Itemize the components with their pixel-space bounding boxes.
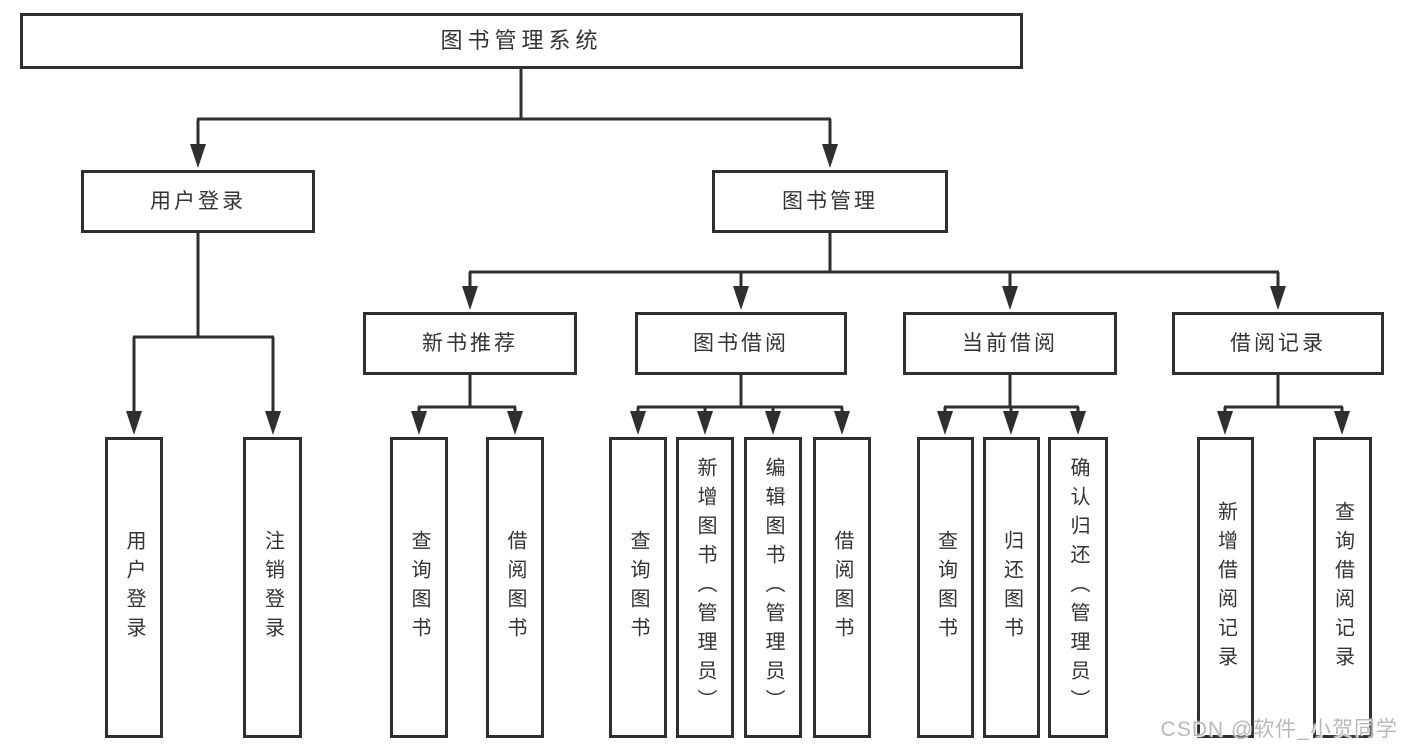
- node-label: 图书管理系统: [440, 28, 603, 53]
- leaf-newbook-query-books: 查询图书: [390, 437, 448, 738]
- leaf-current-query-books: 查询图书: [917, 437, 974, 738]
- leaf-label: 借阅图书: [504, 529, 526, 646]
- node-label: 图书管理: [782, 190, 878, 213]
- leaf-label: 编辑图书（管理员）: [762, 457, 784, 718]
- leaf-label: 查询图书: [408, 529, 430, 646]
- watermark-text: CSDN @软件_小贺同学: [1160, 718, 1398, 741]
- node-current-borrowing: 当前借阅: [903, 312, 1117, 375]
- leaf-label: 借阅图书: [831, 529, 853, 646]
- leaf-borrowing-add-books-admin: 新增图书（管理员）: [676, 437, 734, 738]
- node-user-login: 用户登录: [81, 170, 315, 233]
- leaf-label: 新增借阅记录: [1214, 500, 1237, 675]
- leaf-borrowing-edit-books-admin: 编辑图书（管理员）: [744, 437, 802, 738]
- node-label: 图书借阅: [693, 332, 789, 355]
- node-root: 图书管理系统: [20, 13, 1023, 69]
- leaf-records-add-borrow-record: 新增借阅记录: [1197, 437, 1254, 738]
- leaf-records-query-borrow-record: 查询借阅记录: [1313, 437, 1372, 738]
- leaf-label: 新增图书（管理员）: [694, 457, 716, 718]
- node-book-borrowing: 图书借阅: [635, 312, 847, 375]
- leaf-current-confirm-return-admin: 确认归还（管理员）: [1048, 437, 1108, 738]
- leaf-label: 用户登录: [123, 529, 145, 646]
- leaf-borrowing-query-books: 查询图书: [609, 437, 667, 738]
- leaf-user-login: 用户登录: [105, 437, 163, 738]
- leaf-label: 查询借阅记录: [1331, 500, 1354, 675]
- node-label: 用户登录: [150, 190, 246, 213]
- leaf-label: 注销登录: [261, 529, 284, 646]
- node-book-management: 图书管理: [712, 170, 948, 233]
- node-borrowing-records: 借阅记录: [1172, 312, 1384, 375]
- leaf-current-return-books: 归还图书: [983, 437, 1040, 738]
- leaf-logout-login: 注销登录: [243, 437, 302, 738]
- leaf-borrowing-borrow-books: 借阅图书: [813, 437, 871, 738]
- leaf-label: 归还图书: [1000, 529, 1023, 646]
- node-new-book-recommendation: 新书推荐: [363, 312, 577, 375]
- leaf-label: 确认归还（管理员）: [1067, 457, 1089, 718]
- leaf-label: 查询图书: [627, 529, 649, 646]
- node-label: 当前借阅: [962, 332, 1058, 355]
- leaf-newbook-borrow-books: 借阅图书: [486, 437, 544, 738]
- node-label: 借阅记录: [1230, 332, 1326, 355]
- node-label: 新书推荐: [422, 332, 518, 355]
- leaf-label: 查询图书: [934, 529, 957, 646]
